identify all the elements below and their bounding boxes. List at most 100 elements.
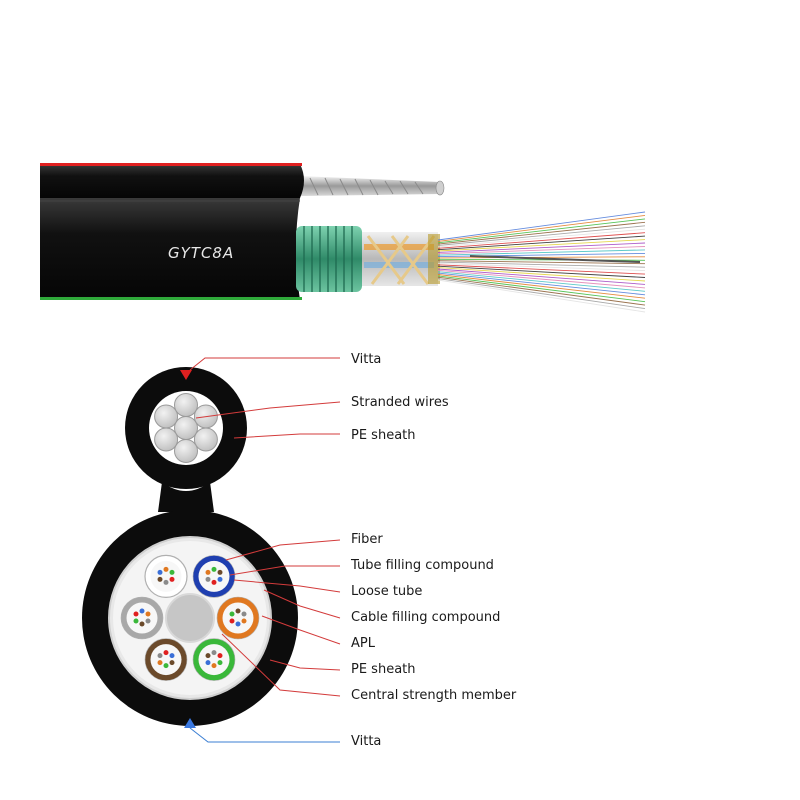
fiber-dot xyxy=(217,576,223,582)
fiber-dot xyxy=(205,653,211,659)
wire-strand xyxy=(154,427,179,452)
label-vitta-top: Vitta xyxy=(351,352,381,367)
messenger-wire-strand xyxy=(300,176,445,196)
cable-cross-section xyxy=(82,367,298,728)
label-stranded-wires: Stranded wires xyxy=(351,395,449,410)
fiber-dot xyxy=(169,576,175,582)
fiber-dot xyxy=(217,653,223,659)
fiber-strand xyxy=(437,246,646,255)
label-fiber: Fiber xyxy=(351,532,383,547)
fiber-strand xyxy=(437,267,646,282)
fiber-strand xyxy=(437,211,646,241)
fiber-dot xyxy=(157,576,163,582)
cable-side-view: GYTC8A xyxy=(40,163,646,313)
cable-core-side xyxy=(362,232,440,286)
loose-tube-grey xyxy=(120,596,164,640)
fiber-strand xyxy=(437,235,646,251)
fiber-dot xyxy=(229,618,235,624)
fiber-dot xyxy=(145,618,151,624)
label-vitta-bottom: Vitta xyxy=(351,734,381,749)
loose-tubes-section xyxy=(120,554,260,681)
cable-model-label: GYTC8A xyxy=(168,244,234,262)
fiber-dot xyxy=(139,621,145,627)
wire-strand xyxy=(174,439,198,463)
fiber-strand xyxy=(437,258,646,261)
fiber-dot xyxy=(235,608,241,614)
loose-tube-white xyxy=(144,554,188,599)
fiber-strand xyxy=(437,264,646,275)
fiber-strand xyxy=(437,278,646,310)
labels: Vitta Stranded wires PE sheath Fiber Tub… xyxy=(350,352,517,749)
label-tube-filling-compound: Tube filling compound xyxy=(350,558,494,573)
fiber-dot xyxy=(139,608,145,614)
fiber-strand xyxy=(437,275,646,303)
label-pe-sheath-top: PE sheath xyxy=(351,428,416,443)
fiber-strand xyxy=(437,262,646,272)
leader-lines xyxy=(189,357,341,743)
loose-tube-blue xyxy=(192,555,236,598)
fiber-strand xyxy=(437,221,646,245)
vitta-marker-bottom xyxy=(184,718,196,728)
fiber-dot xyxy=(211,566,217,572)
fiber-strand xyxy=(437,249,646,256)
fiber-dot xyxy=(241,611,247,617)
fiber-dot xyxy=(163,650,169,656)
fiber-strand xyxy=(437,242,646,253)
wire-strand xyxy=(174,416,198,440)
wire-strand xyxy=(193,427,218,452)
fiber-dot xyxy=(211,579,217,585)
label-pe-sheath-bottom: PE sheath xyxy=(351,662,416,677)
label-central-strength-member: Central strength member xyxy=(351,688,517,703)
vitta-stripe-bottom xyxy=(40,297,302,300)
fiber-dot xyxy=(205,576,211,582)
wire-strand xyxy=(174,393,198,417)
fiber-strand xyxy=(437,232,646,249)
fiber-strand xyxy=(437,274,646,299)
fiber-dot xyxy=(211,650,217,656)
fiber-strand xyxy=(437,239,646,252)
fiber-dot xyxy=(157,569,163,575)
fiber-dot xyxy=(217,569,223,575)
fiber-dot xyxy=(145,611,151,617)
fiber-strand xyxy=(437,268,646,285)
fiber-dot xyxy=(169,660,175,666)
fiber-dot xyxy=(157,653,163,659)
fiber-dot xyxy=(163,566,169,572)
loose-tube-orange xyxy=(216,596,260,640)
vitta-marker-top xyxy=(180,370,192,380)
loose-tube-green xyxy=(192,638,236,681)
label-apl: APL xyxy=(351,636,376,651)
fiber-strand xyxy=(437,228,646,248)
fiber-dot xyxy=(235,621,241,627)
loose-tube-brown xyxy=(144,638,188,681)
fiber-dot xyxy=(211,663,217,669)
fiber-strand xyxy=(437,261,646,268)
fiber-strand xyxy=(437,279,646,313)
vitta-stripe-top xyxy=(40,163,302,166)
fiber-dot xyxy=(169,653,175,659)
fiber-strand xyxy=(437,256,646,259)
central-strength-member-section xyxy=(165,593,215,643)
fiber-dot xyxy=(157,660,163,666)
fiber-strand xyxy=(437,225,646,246)
fiber-dot xyxy=(205,660,211,666)
central-member-end xyxy=(469,255,641,263)
fiber-dot xyxy=(133,618,139,624)
corrugated-armor xyxy=(296,226,362,292)
fiber-strand xyxy=(437,271,646,292)
fiber-strand xyxy=(437,260,646,265)
fiber-dot xyxy=(229,611,235,617)
fiber-dot xyxy=(217,660,223,666)
fiber-strand xyxy=(437,269,646,289)
fiber-strand xyxy=(437,276,646,306)
fiber-strand xyxy=(437,265,646,278)
fiber-strand xyxy=(437,272,646,296)
fiber-dot xyxy=(205,569,211,575)
fiber-strand xyxy=(437,218,646,244)
fiber-strand xyxy=(437,252,646,258)
fiber-dot xyxy=(163,579,169,585)
main-jacket xyxy=(40,198,300,300)
messenger-jacket xyxy=(40,164,304,198)
label-loose-tube: Loose tube xyxy=(351,584,422,599)
